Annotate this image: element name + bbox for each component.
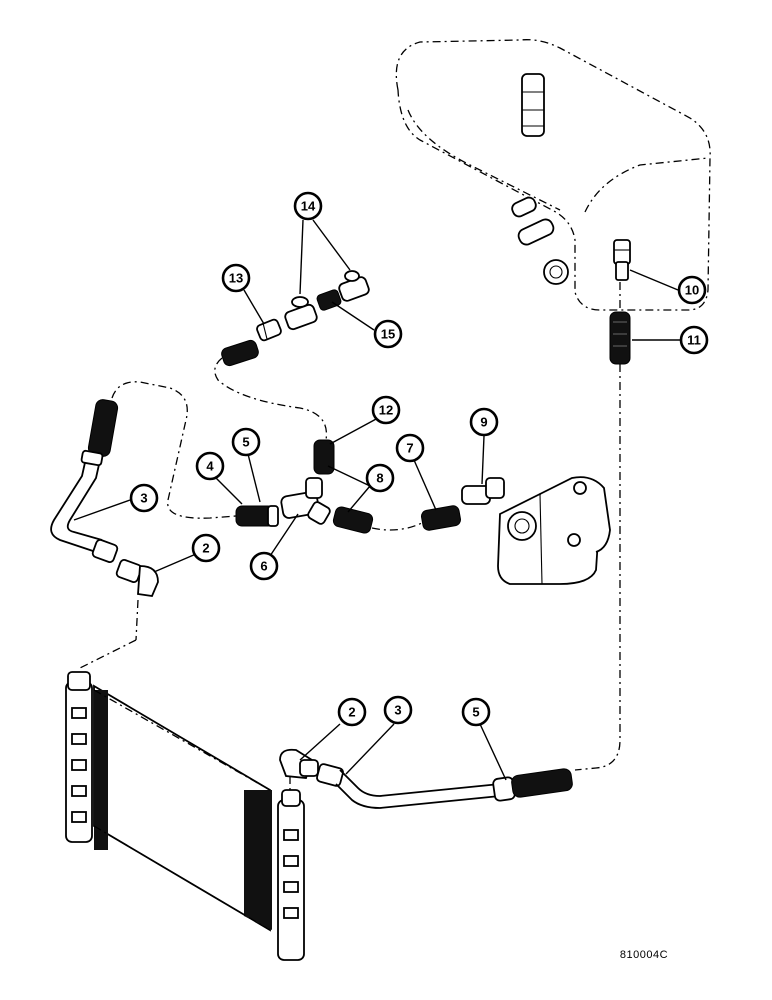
callout-5-lower: 5 — [461, 697, 491, 727]
elbow-2-upper — [79, 559, 159, 669]
callout-8: 8 — [365, 463, 395, 493]
hydraulic-pump — [497, 476, 611, 585]
callout-13-label: 13 — [229, 271, 243, 286]
hose-11 — [574, 282, 631, 771]
callout-13: 13 — [221, 263, 251, 293]
tube-3-lower — [316, 763, 501, 809]
outlet-fitting-10 — [613, 239, 631, 281]
fitting-13 — [256, 318, 282, 342]
callout-14: 14 — [293, 191, 323, 221]
callout-15-label: 15 — [381, 327, 395, 342]
tee-fitting-14-upper — [338, 270, 370, 302]
callout-3-upper: 3 — [129, 483, 159, 513]
callout-3-lower: 3 — [383, 695, 413, 725]
callout-6-label: 6 — [260, 559, 267, 574]
callout-9-label: 9 — [480, 415, 487, 430]
callout-2-lower-label: 2 — [348, 705, 355, 720]
callout-14-label: 14 — [301, 199, 316, 214]
callout-5-upper: 5 — [231, 427, 261, 457]
elbow-fitting-9 — [461, 477, 505, 505]
callout-3-lower-label: 3 — [394, 703, 401, 718]
callout-15: 15 — [373, 319, 403, 349]
callout-3-upper-label: 3 — [140, 491, 147, 506]
callout-9: 9 — [469, 407, 499, 437]
callout-2-upper: 2 — [191, 533, 221, 563]
figure-code: 810004C — [620, 949, 668, 961]
hose-4-5 — [235, 505, 279, 527]
callout-11: 11 — [679, 325, 709, 355]
tube-3-upper — [50, 449, 119, 563]
callout-11-label: 11 — [687, 333, 701, 348]
upper-left-hose — [87, 381, 237, 519]
callout-10-label: 10 — [685, 283, 699, 298]
callout-10: 10 — [677, 275, 707, 305]
hose-5-lower — [492, 768, 573, 802]
hose-7 — [421, 505, 461, 531]
callout-2-lower: 2 — [337, 697, 367, 727]
callout-8-label: 8 — [376, 471, 383, 486]
leader-lines — [73, 219, 680, 781]
callout-2-upper-label: 2 — [202, 541, 209, 556]
callout-5-upper-label: 5 — [242, 435, 249, 450]
fitting-15 — [316, 289, 342, 311]
elbow-2-lower — [279, 748, 319, 779]
tee-fitting-14-lower — [284, 296, 318, 331]
reservoir-tank — [395, 39, 711, 311]
callout-4: 4 — [195, 451, 225, 481]
callout-5-lower-label: 5 — [472, 705, 479, 720]
hose-12 — [313, 439, 335, 475]
hose-top-left — [214, 339, 328, 441]
oil-cooler — [65, 671, 305, 961]
callout-7-label: 7 — [406, 441, 413, 456]
callout-12: 12 — [371, 395, 401, 425]
callout-6: 6 — [249, 551, 279, 581]
hose-8 — [332, 506, 425, 534]
tee-fitting-6 — [280, 477, 331, 525]
callout-7: 7 — [395, 433, 425, 463]
filler-neck — [521, 73, 545, 137]
callout-4-label: 4 — [206, 459, 214, 474]
callout-12-label: 12 — [379, 403, 393, 418]
